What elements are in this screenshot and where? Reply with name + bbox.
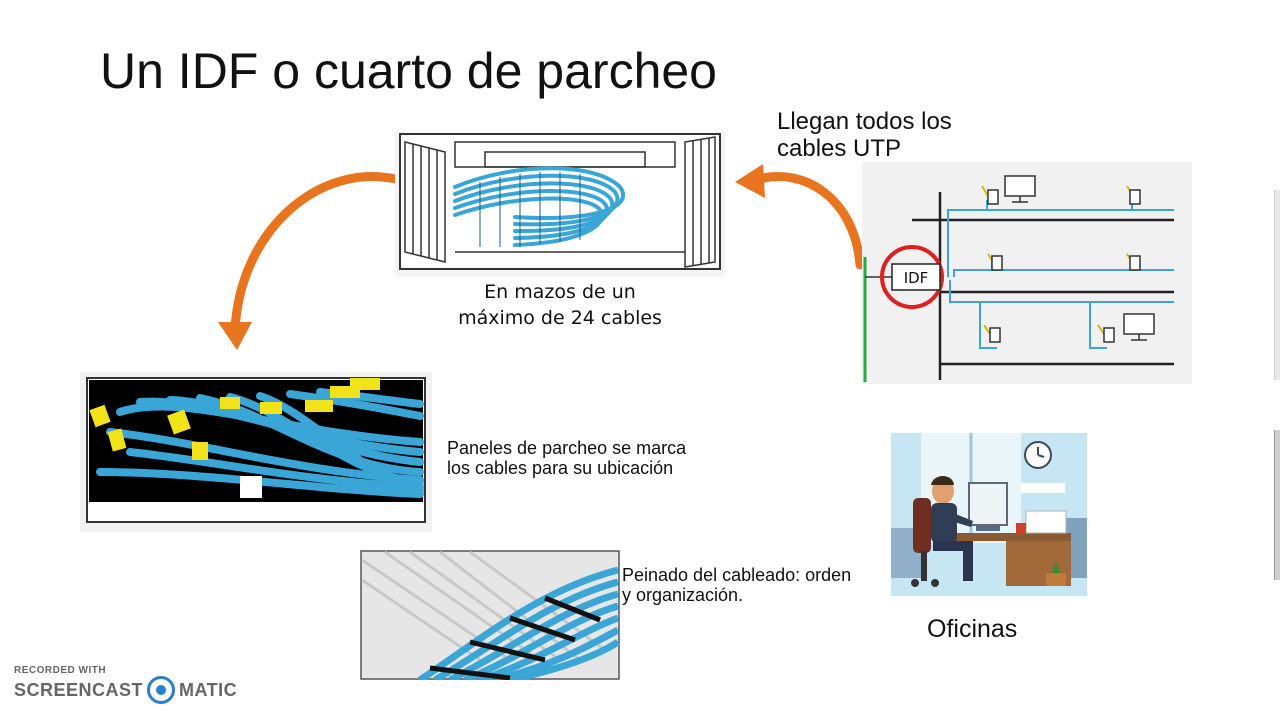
- combing-label: Peinado del cableado: orden y organizaci…: [622, 565, 852, 605]
- patch-panel-label: Paneles de parcheo se marca los cables p…: [447, 438, 687, 478]
- watermark-recorded-text: RECORDED WITH: [14, 665, 107, 676]
- idf-box-label: IDF: [904, 269, 929, 287]
- slide-title: Un IDF o cuarto de parcheo: [100, 43, 717, 99]
- cable-combing-photo: [360, 550, 620, 684]
- arrow-to-rack: [735, 164, 865, 270]
- rack-caption-line2: máximo de 24 cables: [458, 307, 662, 329]
- arrow-to-patch-panel: [218, 172, 405, 350]
- patch-panel-photo: [80, 372, 432, 532]
- office-illustration: [891, 433, 1087, 596]
- offices-label: Oficinas: [927, 615, 1018, 643]
- partial-image-right-bottom: [1274, 430, 1280, 580]
- watermark-brand-right: MATIC: [179, 679, 238, 700]
- partial-image-right-top: [1274, 190, 1280, 380]
- screencast-logo-icon: [147, 676, 176, 704]
- idf-network-diagram: IDF: [862, 162, 1192, 384]
- utp-label: Llegan todos los cables UTP: [777, 108, 952, 162]
- rack-illustration: En mazos de un máximo de 24 cables: [395, 132, 725, 337]
- rack-caption-line1: En mazos de un: [484, 281, 636, 303]
- watermark-brand-left: SCREENCAST: [14, 679, 144, 700]
- screencast-watermark: RECORDED WITH SCREENCAST MATIC: [14, 665, 237, 704]
